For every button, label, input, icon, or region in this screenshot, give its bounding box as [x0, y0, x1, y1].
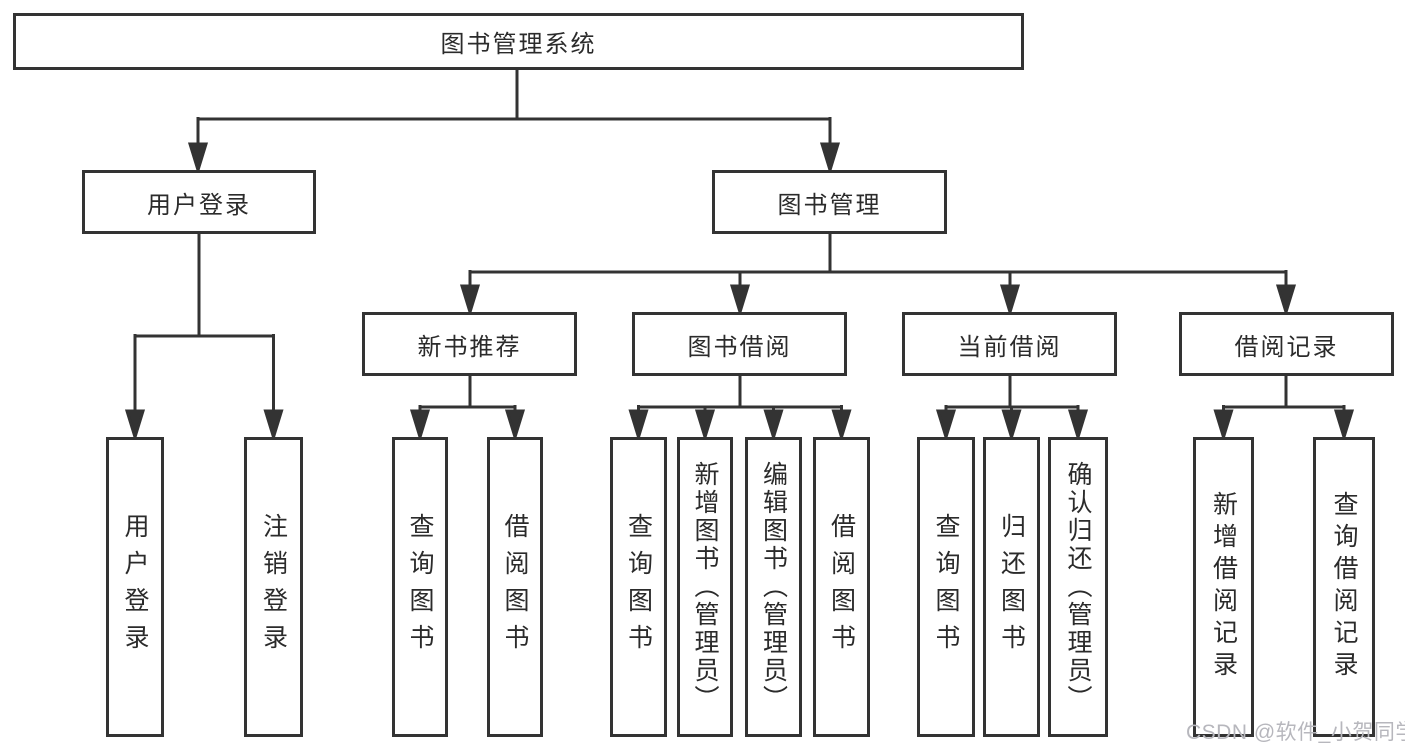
leaf-current-query-books: 查询图书	[917, 437, 975, 737]
leaf-borrow-borrow-books: 借阅图书	[813, 437, 870, 737]
leaf-add-borrow-record-label: 新增借阅记录	[1209, 491, 1238, 683]
connector-userlogin-to-leaves	[124, 234, 284, 443]
leaf-recommend-borrow-books-label: 借阅图书	[501, 513, 529, 661]
leaf-confirm-return-admin: 确认归还（管理员）	[1048, 437, 1108, 737]
leaf-query-borrow-record: 查询借阅记录	[1313, 437, 1375, 737]
watermark: CSDN @软件_小贺同学	[1186, 721, 1405, 744]
node-borrow-records-label: 借阅记录	[1234, 333, 1339, 361]
node-current-borrow-label: 当前借阅	[957, 333, 1062, 361]
leaf-recommend-query-books: 查询图书	[392, 437, 448, 737]
leaf-confirm-return-admin-label: 确认归还（管理员）	[1064, 461, 1092, 713]
node-book-management-label: 图书管理	[777, 191, 882, 219]
node-library-system-label: 图书管理系统	[440, 31, 597, 58]
leaf-return-books-label: 归还图书	[997, 513, 1026, 661]
node-user-login-label: 用户登录	[147, 191, 251, 219]
node-new-book-recommend: 新书推荐	[362, 312, 577, 376]
node-book-borrow: 图书借阅	[632, 312, 847, 376]
leaf-user-login: 用户登录	[106, 437, 164, 737]
node-borrow-records: 借阅记录	[1179, 312, 1394, 376]
node-library-system: 图书管理系统	[13, 13, 1024, 70]
node-user-login: 用户登录	[82, 170, 316, 234]
connector-current-to-leaves	[935, 376, 1089, 443]
leaf-logout: 注销登录	[244, 437, 303, 737]
leaf-add-borrow-record: 新增借阅记录	[1193, 437, 1254, 737]
connector-records-to-leaves	[1213, 376, 1355, 443]
leaf-edit-books-admin-label: 编辑图书（管理员）	[759, 461, 788, 713]
leaf-query-borrow-record-label: 查询借阅记录	[1330, 491, 1358, 683]
leaf-recommend-query-books-label: 查询图书	[406, 513, 434, 661]
leaf-recommend-borrow-books: 借阅图书	[487, 437, 543, 737]
leaf-edit-books-admin: 编辑图书（管理员）	[745, 437, 802, 737]
connector-root-to-level2	[187, 70, 841, 176]
leaf-add-books-admin: 新增图书（管理员）	[677, 437, 733, 737]
node-book-management: 图书管理	[712, 170, 947, 234]
node-book-borrow-label: 图书借阅	[687, 333, 792, 361]
connector-bookmgmt-to-level3	[459, 234, 1297, 318]
node-new-book-recommend-label: 新书推荐	[417, 333, 522, 361]
connector-borrow-to-leaves	[628, 376, 852, 443]
node-current-borrow: 当前借阅	[902, 312, 1117, 376]
leaf-current-query-books-label: 查询图书	[932, 513, 960, 661]
leaf-return-books: 归还图书	[983, 437, 1040, 737]
connector-newrec-to-leaves	[409, 376, 526, 443]
leaf-borrow-query-books: 查询图书	[610, 437, 667, 737]
leaf-logout-label: 注销登录	[259, 513, 288, 661]
leaf-user-login-label: 用户登录	[121, 513, 149, 661]
leaf-borrow-borrow-books-label: 借阅图书	[827, 513, 856, 661]
leaf-add-books-admin-label: 新增图书（管理员）	[691, 461, 719, 713]
leaf-borrow-query-books-label: 查询图书	[624, 513, 653, 661]
